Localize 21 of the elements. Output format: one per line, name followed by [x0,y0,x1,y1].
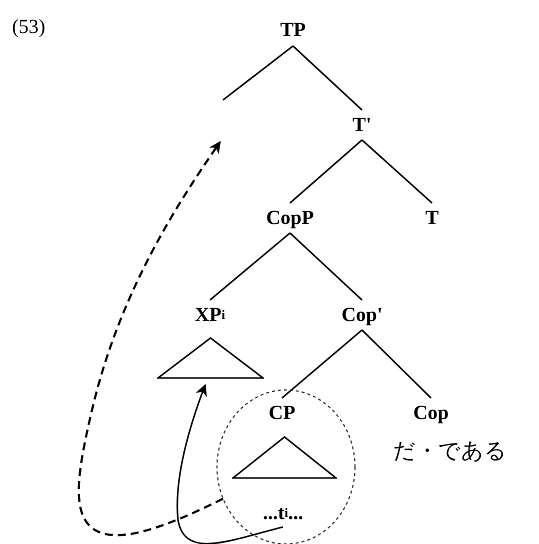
example-number: (53) [12,16,46,39]
tree-branch [289,139,363,204]
gloss-text: だ・である [393,437,507,465]
tree-branch [281,329,363,399]
tree-label: Cop' [332,300,392,330]
tree-label: T' [342,110,382,140]
tree-label: T [417,203,447,233]
tree-label: CopP [255,203,325,233]
movement-arrow [78,141,224,536]
tree-branch [292,45,363,111]
tree-branch [289,232,363,301]
movement-arrow [176,384,284,544]
tree-branch [222,45,294,101]
tree-branch [209,232,291,301]
tree-label: TP [268,14,318,46]
triangle [232,436,337,479]
tree-label: Cop [405,398,457,428]
triangle [157,337,264,379]
tree-branch [361,329,432,399]
tree-branch [361,139,433,204]
tree-label: CP [257,398,307,428]
